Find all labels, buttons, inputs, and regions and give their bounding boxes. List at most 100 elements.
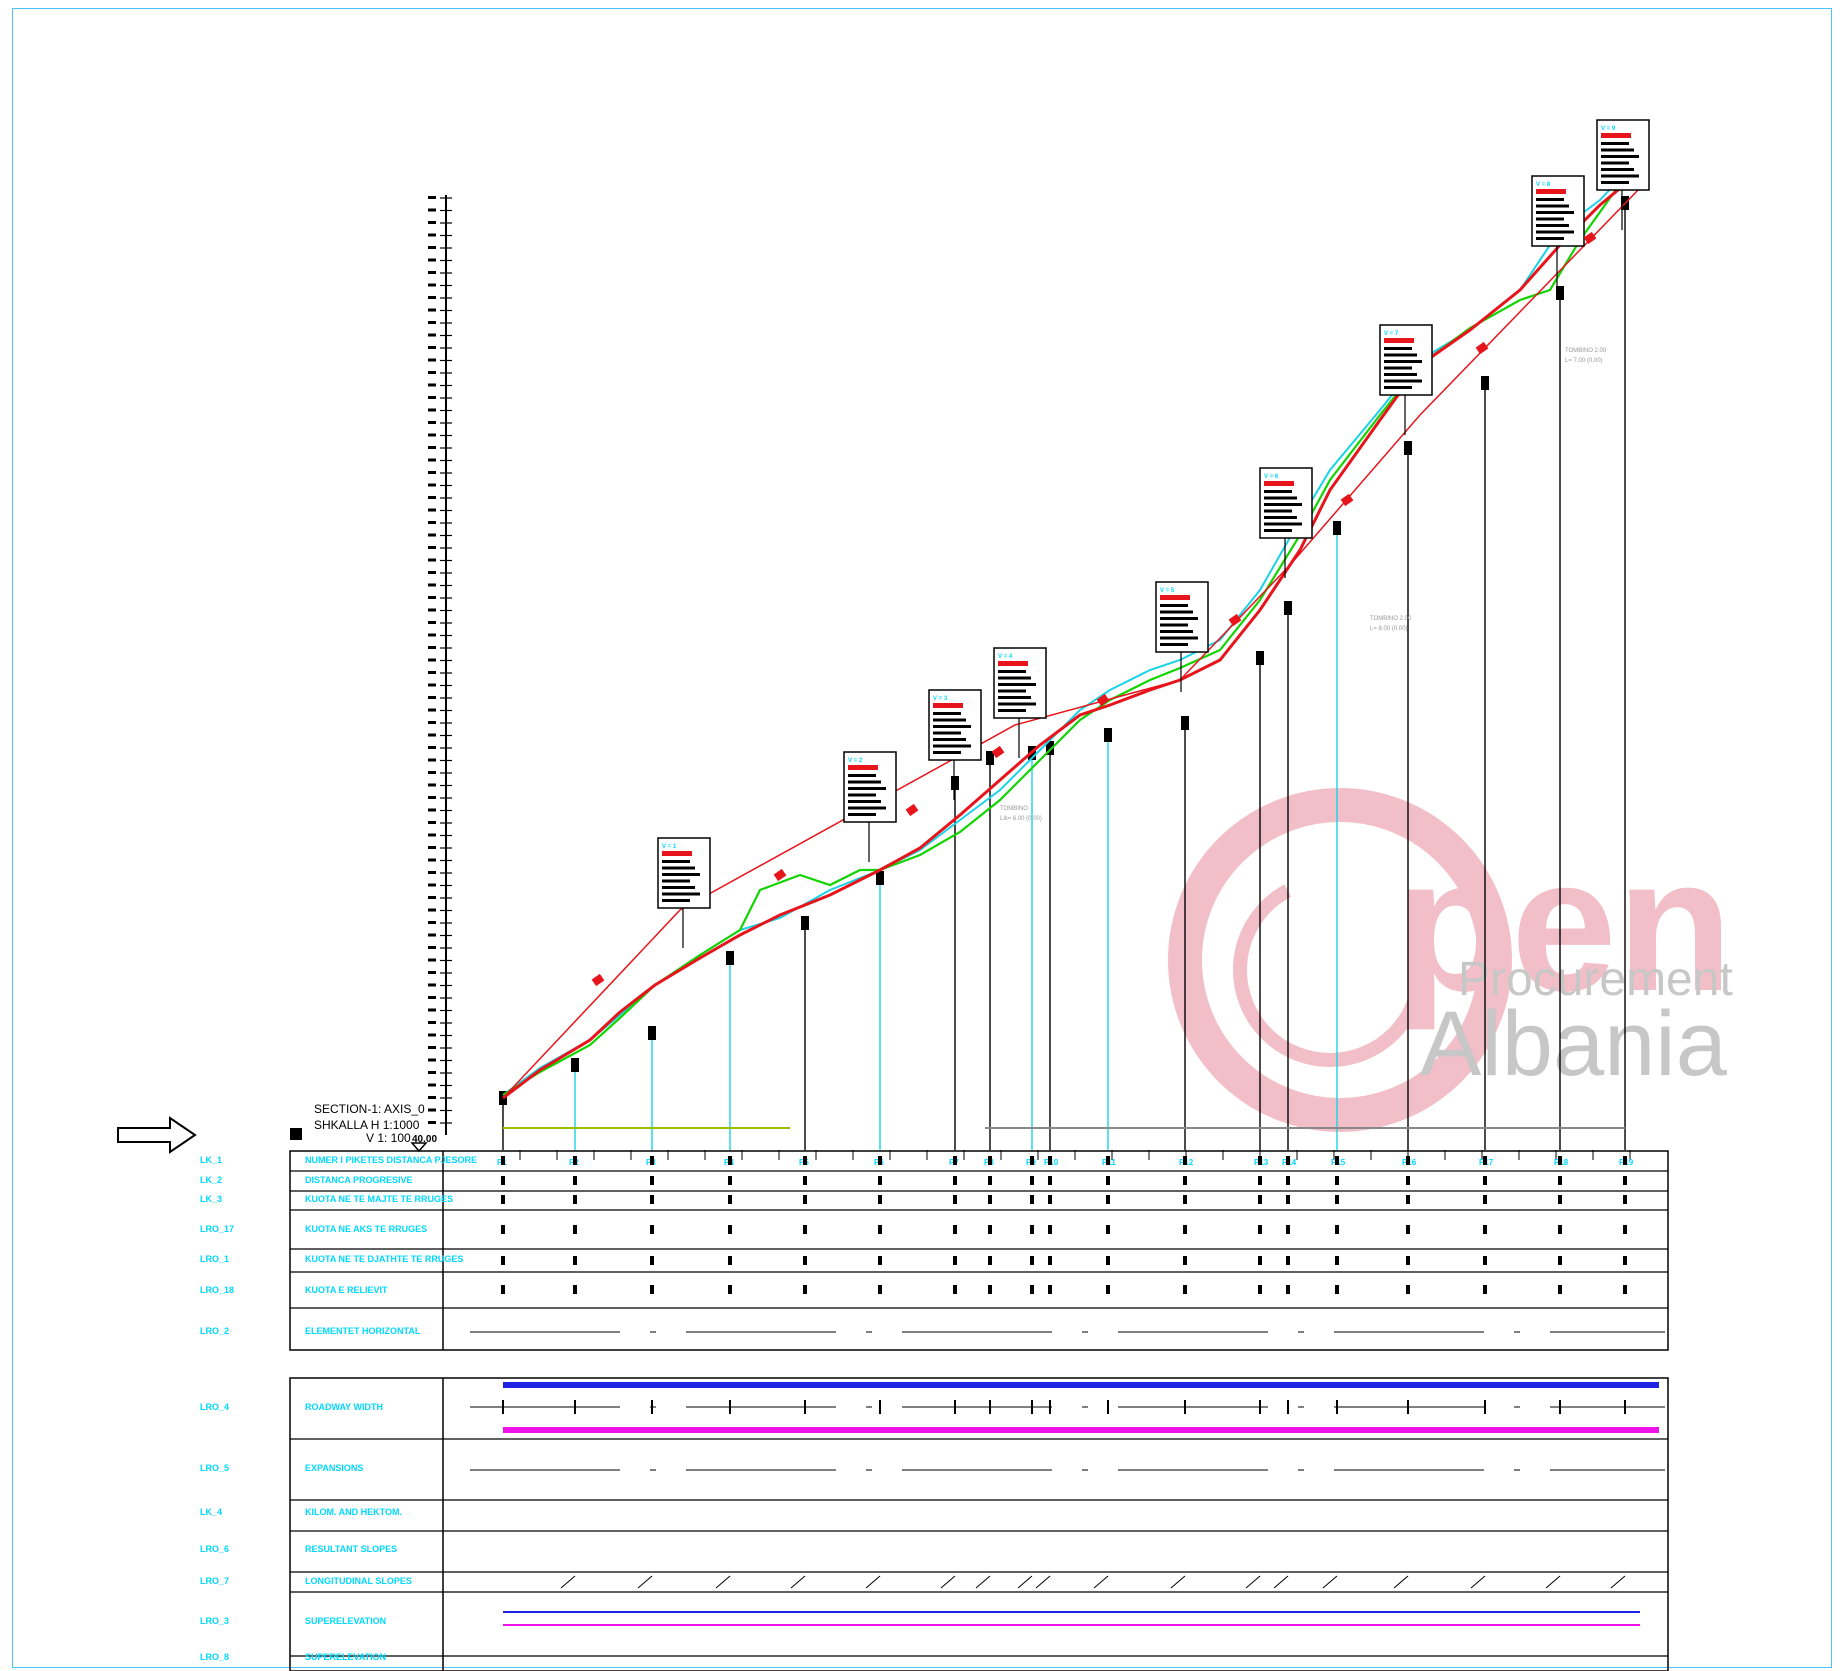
structure-note: L= 8.00 (0.00) xyxy=(1370,626,1408,632)
axis-tick-label xyxy=(428,733,436,737)
band-row-code: LRO_3 xyxy=(200,1616,229,1626)
band-value xyxy=(1183,1225,1187,1234)
drawing-frame xyxy=(12,8,1832,1668)
band-value xyxy=(1286,1285,1290,1294)
band-value xyxy=(1183,1176,1187,1185)
band-value xyxy=(1335,1256,1339,1265)
culvert-marker xyxy=(1256,651,1264,665)
band-value xyxy=(1406,1285,1410,1294)
axis-tick-label xyxy=(428,496,436,499)
datum-marker xyxy=(290,1128,302,1140)
band-value xyxy=(501,1285,505,1294)
band-value xyxy=(1558,1156,1562,1165)
band-value xyxy=(1623,1256,1627,1265)
band-value xyxy=(1623,1195,1627,1204)
structure-note: TOMBINO 2.00 xyxy=(1565,348,1607,354)
band-value xyxy=(1030,1176,1034,1185)
slope-mark xyxy=(560,1575,576,1589)
grade-marker xyxy=(1228,613,1242,627)
band-row-label: LONGITUDINAL SLOPES xyxy=(305,1576,412,1586)
axis-tick-label xyxy=(428,371,436,374)
axis-tick-label xyxy=(428,1096,436,1099)
band-value xyxy=(803,1285,807,1294)
band-value xyxy=(650,1176,654,1185)
axis-tick-label xyxy=(428,783,436,787)
grade-marker xyxy=(905,803,919,817)
axis-tick-label xyxy=(428,833,436,837)
slope-mark xyxy=(637,1575,653,1589)
axis-tick-label xyxy=(428,1046,436,1049)
band-value xyxy=(1258,1195,1262,1204)
axis-tick-label xyxy=(428,608,436,612)
band-value xyxy=(1483,1195,1487,1204)
band-value xyxy=(1483,1225,1487,1234)
band-value xyxy=(953,1285,957,1294)
axis-tick-label xyxy=(428,483,436,487)
band-value xyxy=(1030,1156,1034,1165)
band-value xyxy=(1106,1156,1110,1165)
band-value xyxy=(1558,1256,1562,1265)
band-value xyxy=(1048,1256,1052,1265)
band-value xyxy=(1406,1256,1410,1265)
section-title-block: SECTION-1: AXIS_0 SHKALLA H 1:1000 V 1: … xyxy=(117,1102,437,1154)
band-value xyxy=(1048,1176,1052,1185)
culvert-marker xyxy=(1556,286,1564,300)
watermark-line3: Albania xyxy=(1420,993,1728,1095)
axis-tick-label xyxy=(428,846,436,849)
axis-tick-label xyxy=(428,221,436,224)
culvert-marker xyxy=(986,751,994,765)
culvert-marker xyxy=(951,776,959,790)
band-value xyxy=(953,1176,957,1185)
band-value xyxy=(1106,1225,1110,1234)
band-value xyxy=(803,1156,807,1165)
culvert-marker xyxy=(1181,716,1189,730)
band-row-label: NUMER I PIKETES DISTANCA PJESORE xyxy=(305,1155,477,1165)
band-value xyxy=(728,1195,732,1204)
band-value xyxy=(1048,1225,1052,1234)
band-row-code: LRO_7 xyxy=(200,1576,229,1586)
band-value xyxy=(1286,1225,1290,1234)
axis-tick-label xyxy=(428,883,436,887)
axis-tick-label xyxy=(428,558,436,562)
elevation-axis xyxy=(428,195,452,1135)
slope-mark xyxy=(1470,1575,1486,1589)
band-value xyxy=(1030,1225,1034,1234)
axis-tick-label xyxy=(428,271,436,274)
station-lines xyxy=(499,196,1631,1160)
curve-info-box: V = 7 xyxy=(1379,324,1433,435)
curve-info-box: V = 3 xyxy=(928,689,982,800)
band-value xyxy=(988,1225,992,1234)
band-row-code: LRO_2 xyxy=(200,1326,229,1336)
axis-tick-label xyxy=(428,1033,436,1037)
watermark-line2: Procurement xyxy=(1458,953,1733,1006)
slope-mark xyxy=(1545,1575,1561,1589)
curve-info-box: V = 6 xyxy=(1259,467,1313,578)
axis-tick-label xyxy=(428,446,436,449)
band-value xyxy=(501,1195,505,1204)
watermark-logo-ring-inner xyxy=(1233,873,1427,1067)
culvert-marker xyxy=(1481,376,1489,390)
grade-marker xyxy=(773,868,787,882)
band-value xyxy=(1335,1156,1339,1165)
axis-tick-label xyxy=(428,758,436,762)
axis-tick-label xyxy=(428,533,436,537)
band-value xyxy=(1030,1256,1034,1265)
axis-tick-label xyxy=(428,858,436,862)
band-value xyxy=(1286,1256,1290,1265)
axis-tick-label xyxy=(428,933,436,937)
axis-tick-label xyxy=(428,696,436,699)
band-value xyxy=(1558,1195,1562,1204)
band-value xyxy=(878,1176,882,1185)
axis-tick-label xyxy=(428,433,436,437)
band-value xyxy=(573,1225,577,1234)
slope-mark xyxy=(1093,1575,1109,1589)
band-value xyxy=(803,1176,807,1185)
band-value xyxy=(573,1156,577,1165)
band-value xyxy=(1623,1225,1627,1234)
axis-tick-label xyxy=(428,1121,436,1124)
band-value xyxy=(1048,1156,1052,1165)
culvert-marker xyxy=(1333,521,1341,535)
band-value xyxy=(1048,1195,1052,1204)
band-value xyxy=(573,1195,577,1204)
